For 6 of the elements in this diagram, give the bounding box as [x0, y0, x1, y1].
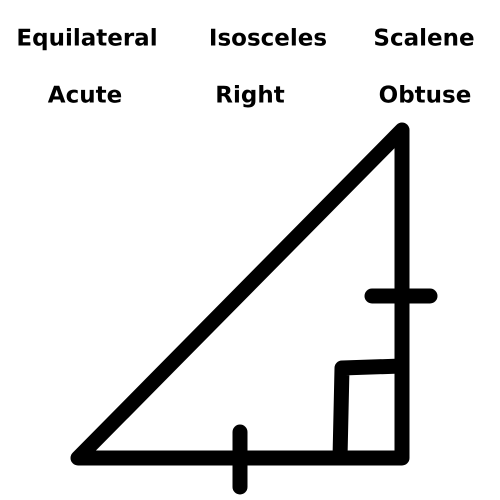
triangle-type-label: Equilateral [16, 26, 158, 52]
triangle-type-label: Obtuse [378, 83, 472, 109]
triangle-type-label: Acute [48, 83, 122, 109]
triangle-type-label: Scalene [373, 26, 475, 52]
triangle-type-label: Right [215, 83, 285, 109]
triangle-type-label: Isosceles [208, 26, 328, 52]
